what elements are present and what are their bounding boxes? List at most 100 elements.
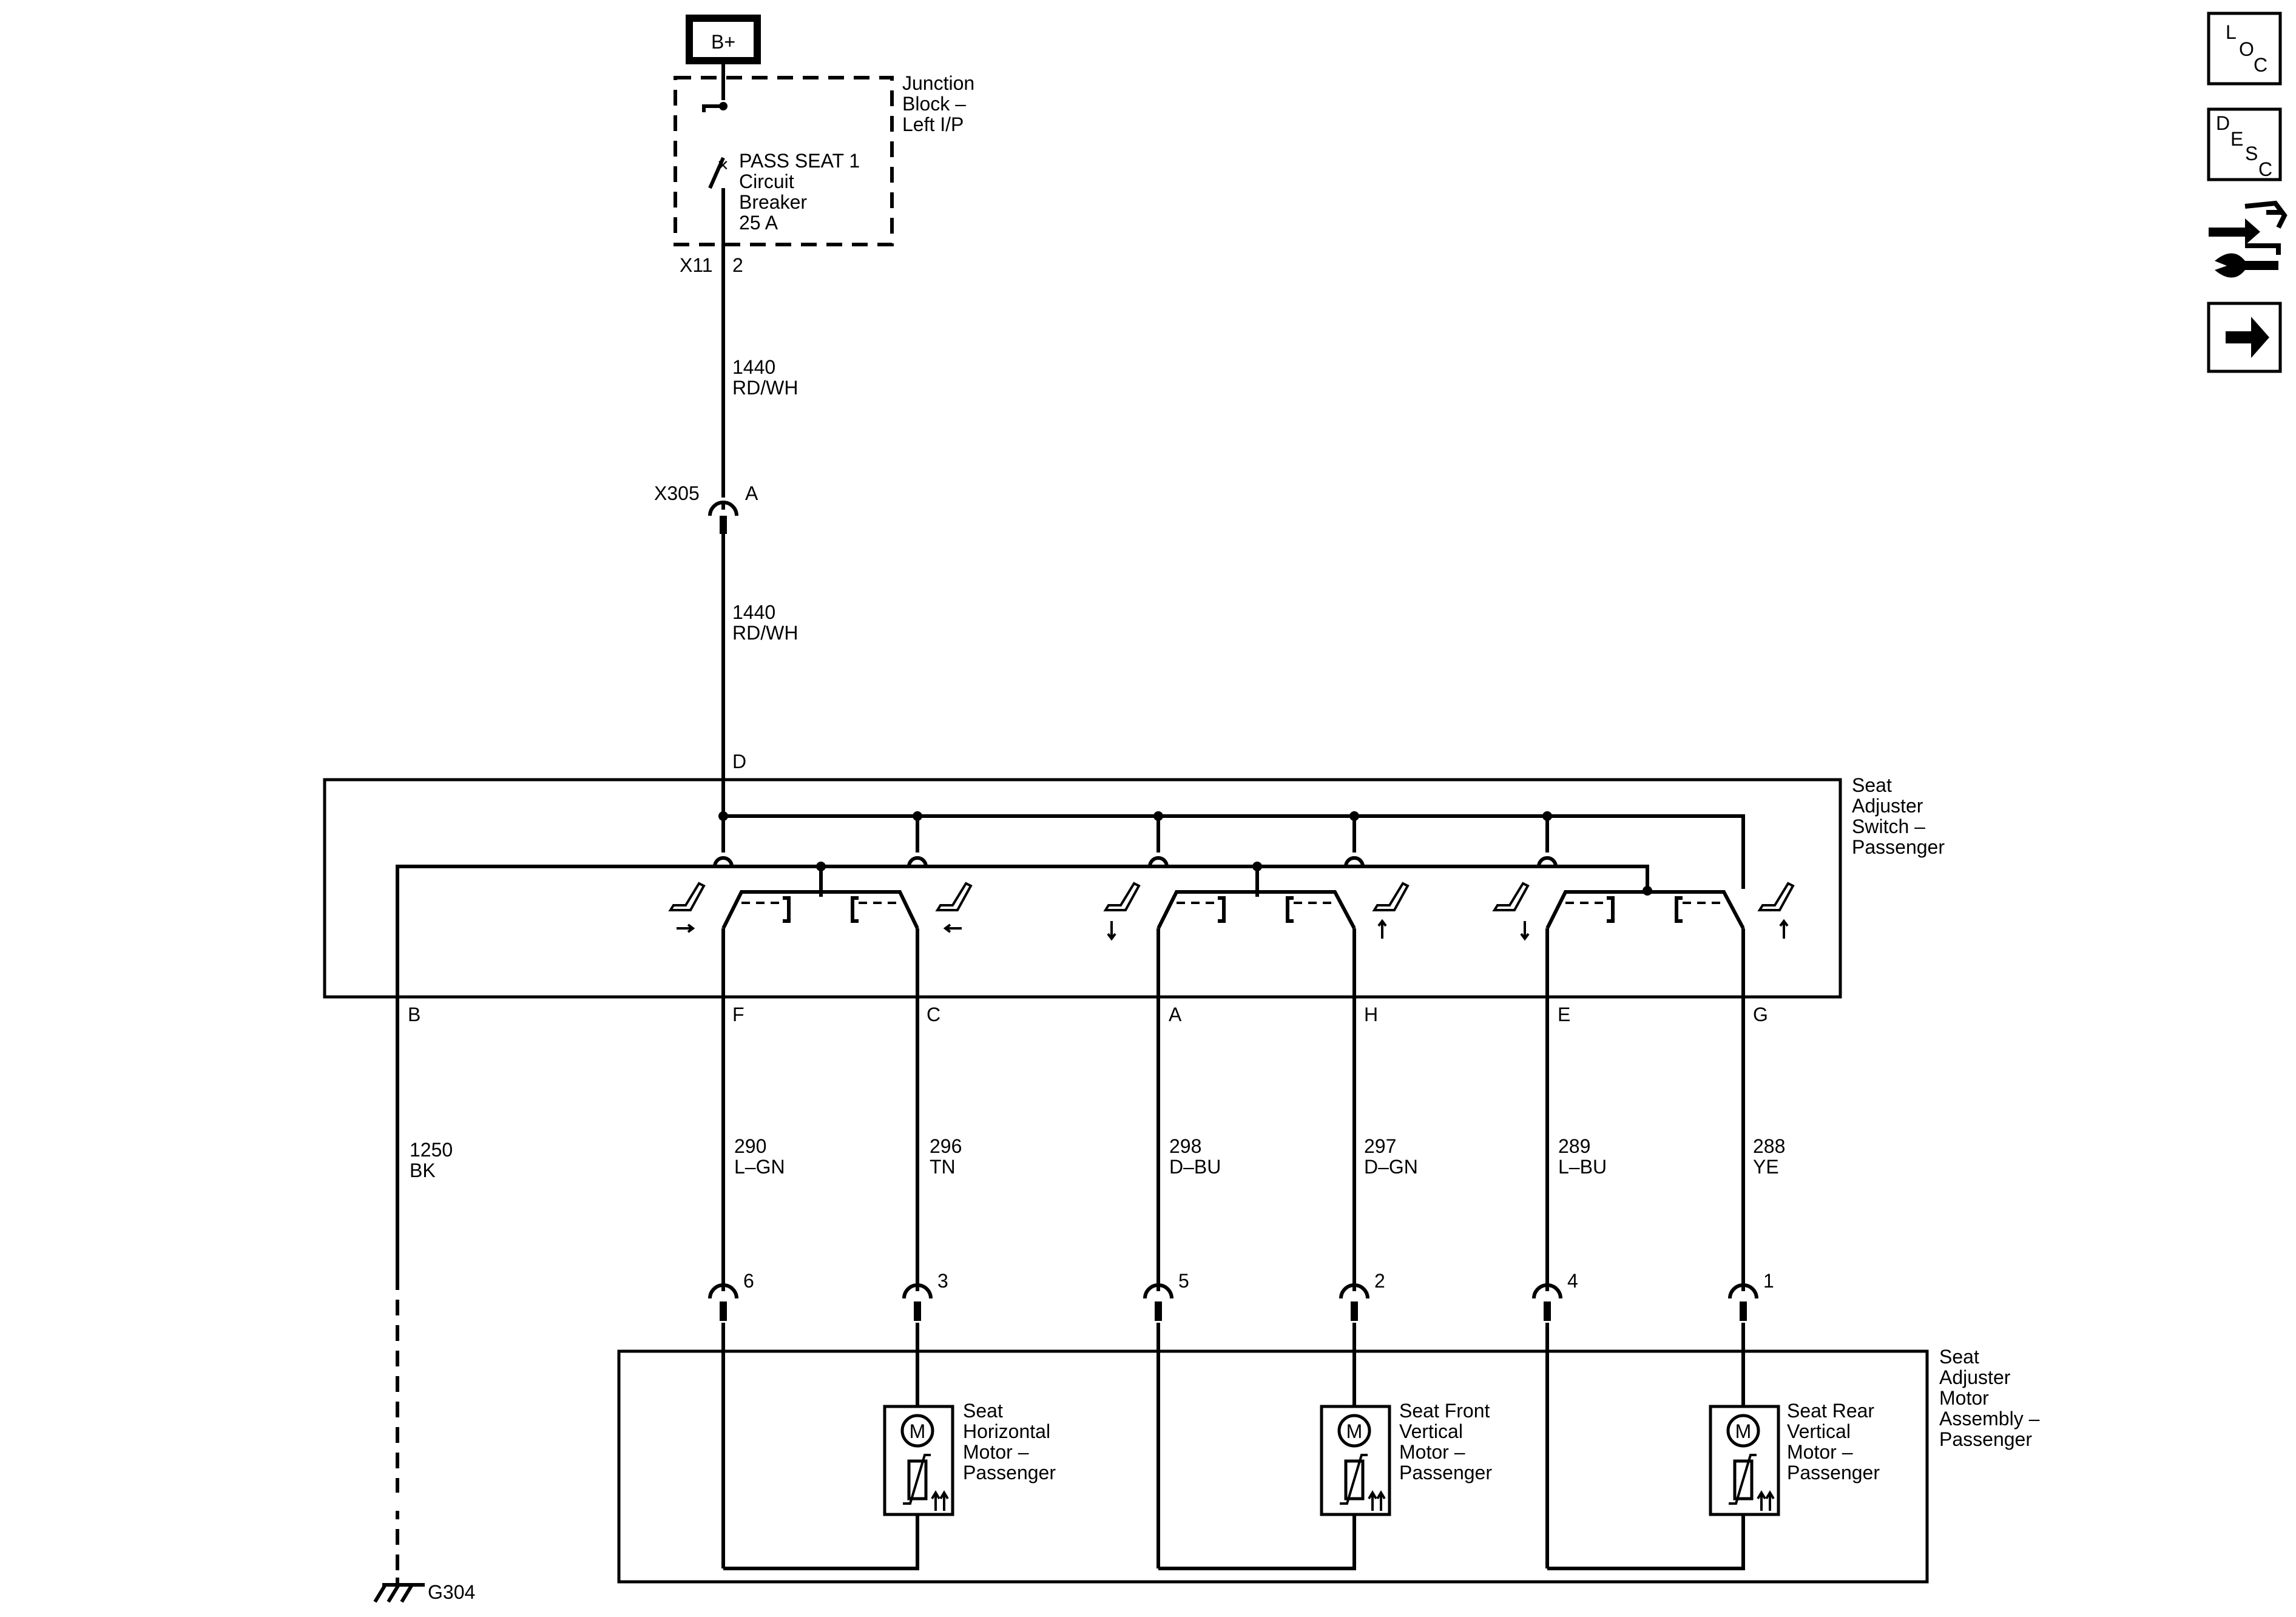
svg-text:1250: 1250 <box>410 1139 453 1161</box>
svg-text:5: 5 <box>1178 1270 1189 1292</box>
next-arrow-icon[interactable] <box>2207 302 2282 373</box>
wire-label-296: 296 TN <box>930 1135 962 1178</box>
svg-text:Passenger: Passenger <box>963 1462 1056 1484</box>
switch-pin-b: B <box>408 1004 420 1025</box>
svg-text:25 A: 25 A <box>739 212 778 234</box>
svg-text:C: C <box>2254 54 2267 76</box>
svg-text:E: E <box>2230 128 2243 150</box>
svg-text:Seat: Seat <box>1939 1346 1979 1368</box>
seat-horizontal-motor: M <box>883 1405 954 1516</box>
svg-text:6: 6 <box>743 1270 754 1292</box>
junction-block-outline <box>674 76 894 246</box>
svg-text:4: 4 <box>1567 1270 1578 1292</box>
svg-text:1: 1 <box>1763 1270 1774 1292</box>
svg-text:298: 298 <box>1169 1135 1201 1157</box>
svg-text:D: D <box>2216 112 2230 134</box>
svg-text:D–BU: D–BU <box>1169 1156 1221 1178</box>
svg-text:L–GN: L–GN <box>734 1156 785 1178</box>
seat-rearward-icon <box>935 882 973 933</box>
svg-text:Seat Rear: Seat Rear <box>1787 1400 1874 1422</box>
svg-text:Breaker: Breaker <box>739 191 807 213</box>
svg-text:Left I/P: Left I/P <box>902 113 964 135</box>
seat-front-vertical-motor-label: Seat Front Vertical Motor – Passenger <box>1399 1400 1492 1484</box>
x305-pin: A <box>745 482 758 504</box>
svg-text:H: H <box>1364 1004 1378 1025</box>
motor-assembly-name: Seat Adjuster Motor Assembly – Passenger <box>1939 1346 2040 1450</box>
svg-text:Block –: Block – <box>902 93 966 115</box>
motor-connector-terminals <box>708 1274 1758 1323</box>
output-wires <box>721 928 1745 1568</box>
svg-text:L: L <box>2226 21 2237 43</box>
wire-label-1250: 1250 BK <box>410 1139 453 1181</box>
switch-ground-bus <box>396 865 1649 1274</box>
svg-text:A: A <box>1169 1004 1182 1025</box>
battery-positive-label: B+ <box>711 31 735 53</box>
svg-text:3: 3 <box>937 1270 948 1292</box>
svg-text:Motor –: Motor – <box>1787 1441 1853 1463</box>
svg-text:E: E <box>1558 1004 1570 1025</box>
svg-text:Vertical: Vertical <box>1399 1420 1463 1442</box>
svg-text:L–BU: L–BU <box>1558 1156 1607 1178</box>
switch-section-horizontal <box>721 890 919 930</box>
connector-x11-label: X11 <box>680 254 713 276</box>
svg-text:Adjuster: Adjuster <box>1852 795 1923 817</box>
svg-text:288: 288 <box>1753 1135 1785 1157</box>
svg-text:M: M <box>1735 1420 1752 1442</box>
motor-return-wires <box>723 1514 1745 1570</box>
svg-text:RD/WH: RD/WH <box>732 622 798 644</box>
svg-text:M: M <box>910 1420 926 1442</box>
wire-label-288: 288 YE <box>1753 1135 1785 1178</box>
svg-text:Junction: Junction <box>902 72 974 94</box>
wire-label-1440-upper: 1440 RD/WH <box>732 356 798 399</box>
desc-button[interactable]: D E S C <box>2207 107 2282 181</box>
svg-text:Switch –: Switch – <box>1852 815 1925 837</box>
svg-text:Seat Front: Seat Front <box>1399 1400 1490 1422</box>
circuit-breaker-label: PASS SEAT 1 Circuit Breaker 25 A <box>739 150 860 234</box>
svg-text:D–GN: D–GN <box>1364 1156 1418 1178</box>
seat-adjuster-switch-name: Seat Adjuster Switch – Passenger <box>1852 774 1945 858</box>
switch-contacts <box>713 856 1558 867</box>
loc-button[interactable]: L O C <box>2207 12 2282 86</box>
svg-text:Motor –: Motor – <box>963 1441 1029 1463</box>
switch-output-pins: F C A H E G <box>732 1004 1768 1025</box>
seat-adjuster-switch-outline <box>323 778 1842 999</box>
svg-text:Adjuster: Adjuster <box>1939 1366 2011 1388</box>
connector-repair-icon[interactable] <box>2209 200 2288 278</box>
seat-rear-vertical-motor-label: Seat Rear Vertical Motor – Passenger <box>1787 1400 1880 1484</box>
svg-text:Assembly –: Assembly – <box>1939 1408 2040 1430</box>
junction-block-name: Junction Block – Left I/P <box>902 72 974 135</box>
seat-rear-up-icon <box>1757 882 1795 939</box>
switch-input-pin: D <box>732 751 746 772</box>
svg-text:Circuit: Circuit <box>739 170 794 192</box>
motor-connector-pins: 6 3 5 2 4 1 <box>743 1270 1774 1292</box>
wire-label-289: 289 L–BU <box>1558 1135 1607 1178</box>
seat-front-down-icon <box>1103 882 1141 941</box>
svg-text:1440: 1440 <box>732 356 775 378</box>
svg-text:Passenger: Passenger <box>1399 1462 1492 1484</box>
svg-text:F: F <box>732 1004 745 1025</box>
seat-horizontal-motor-label: Seat Horizontal Motor – Passenger <box>963 1400 1056 1484</box>
breaker-contact <box>708 157 725 189</box>
wire-label-290: 290 L–GN <box>734 1135 785 1178</box>
motor-assembly-outline <box>617 1349 1929 1584</box>
svg-text:O: O <box>2239 38 2254 60</box>
svg-text:Motor: Motor <box>1939 1387 1989 1409</box>
svg-text:PASS SEAT 1: PASS SEAT 1 <box>739 150 860 172</box>
seat-rear-down-icon <box>1492 882 1530 941</box>
ground-symbol-icon <box>373 1578 425 1603</box>
svg-text:1440: 1440 <box>732 601 775 623</box>
wire-label-298: 298 D–BU <box>1169 1135 1221 1178</box>
wire-label-1440-lower: 1440 RD/WH <box>732 601 798 644</box>
svg-text:289: 289 <box>1558 1135 1590 1157</box>
svg-text:296: 296 <box>930 1135 962 1157</box>
svg-text:Passenger: Passenger <box>1852 836 1945 858</box>
seat-front-up-icon <box>1372 882 1410 939</box>
svg-text:TN: TN <box>930 1156 956 1178</box>
svg-text:Seat: Seat <box>1852 774 1892 796</box>
svg-text:×: × <box>717 154 729 176</box>
switch-feed-bus <box>721 728 1745 889</box>
svg-text:290: 290 <box>734 1135 766 1157</box>
seat-forward-icon <box>668 882 706 933</box>
svg-text:Motor –: Motor – <box>1399 1441 1465 1463</box>
switch-section-rear-vertical <box>1545 890 1745 930</box>
